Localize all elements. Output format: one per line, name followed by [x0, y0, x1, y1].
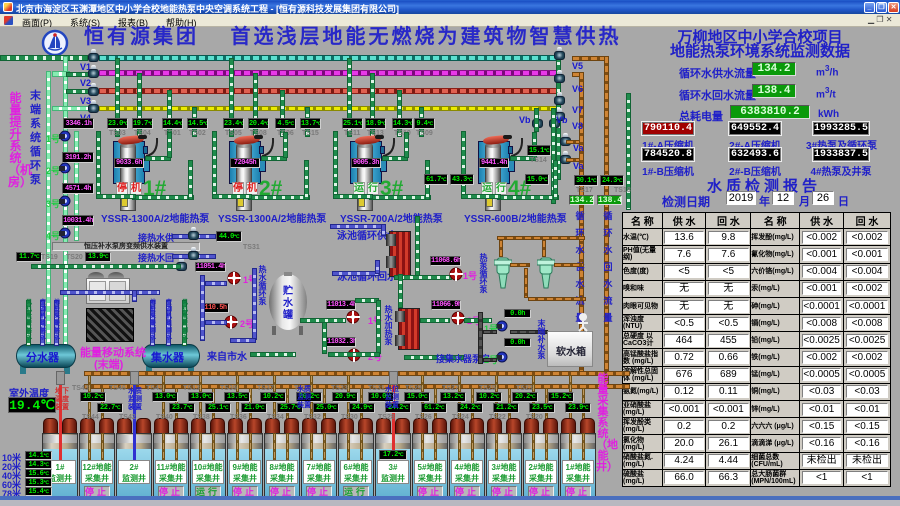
svg-text:贮: 贮: [282, 284, 293, 297]
svg-text:水: 水: [282, 296, 294, 309]
svg-text:罐: 罐: [282, 308, 293, 321]
